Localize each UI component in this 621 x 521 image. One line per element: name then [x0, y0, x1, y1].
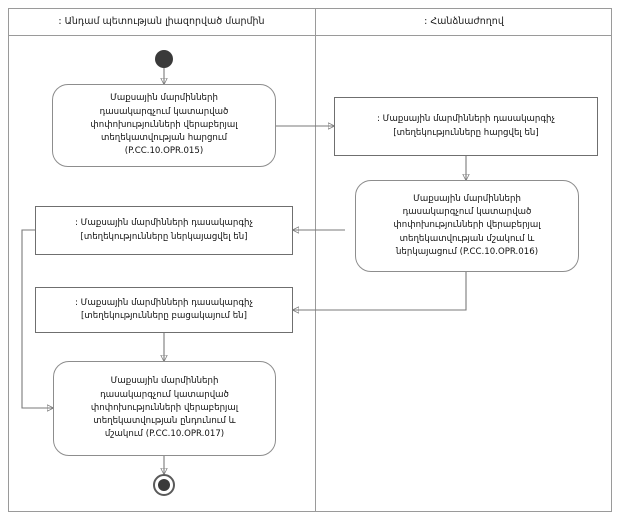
object-node-info-requested[interactable]: : Մաքսային մարմինների դասակարգիչ [տեղեկո…: [334, 97, 598, 156]
swimlane-header-band: [8, 8, 612, 36]
final-node: [153, 474, 175, 496]
action-node-receive-017-label: Մաքսային մարմինների դասակարգչում կատարվա…: [90, 376, 239, 440]
initial-node: [155, 50, 173, 68]
swimlane-divider: [315, 8, 316, 512]
swimlane-header-right: : Հանձնաժողով: [424, 16, 504, 27]
action-node-process-016[interactable]: Մաքսային մարմինների դասակարգչում կատարվա…: [355, 180, 579, 272]
diagram-frame: [8, 8, 612, 512]
action-node-process-016-label: Մաքսային մարմինների դասակարգչում կատարվա…: [393, 193, 541, 257]
action-node-receive-017[interactable]: Մաքսային մարմինների դասակարգչում կատարվա…: [53, 361, 276, 456]
object-node-info-absent-label: : Մաքսային մարմինների դասակարգիչ [տեղեկո…: [75, 297, 253, 321]
action-node-request-015-label: Մաքսային մարմինների դասակարգչում կատարվա…: [90, 93, 238, 157]
object-node-info-presented-label: : Մաքսային մարմինների դասակարգիչ [տեղեկո…: [75, 218, 253, 242]
swimlane-header-left: : Անդամ պետության լիազորված մարմին: [58, 16, 265, 27]
object-node-info-requested-label: : Մաքսային մարմինների դասակարգիչ [տեղեկո…: [377, 114, 555, 138]
action-node-request-015[interactable]: Մաքսային մարմինների դասակարգչում կատարվա…: [52, 84, 276, 167]
final-node-dot: [158, 479, 170, 491]
object-node-info-absent[interactable]: : Մաքսային մարմինների դասակարգիչ [տեղեկո…: [35, 287, 293, 333]
object-node-info-presented[interactable]: : Մաքսային մարմինների դասակարգիչ [տեղեկո…: [35, 206, 293, 255]
